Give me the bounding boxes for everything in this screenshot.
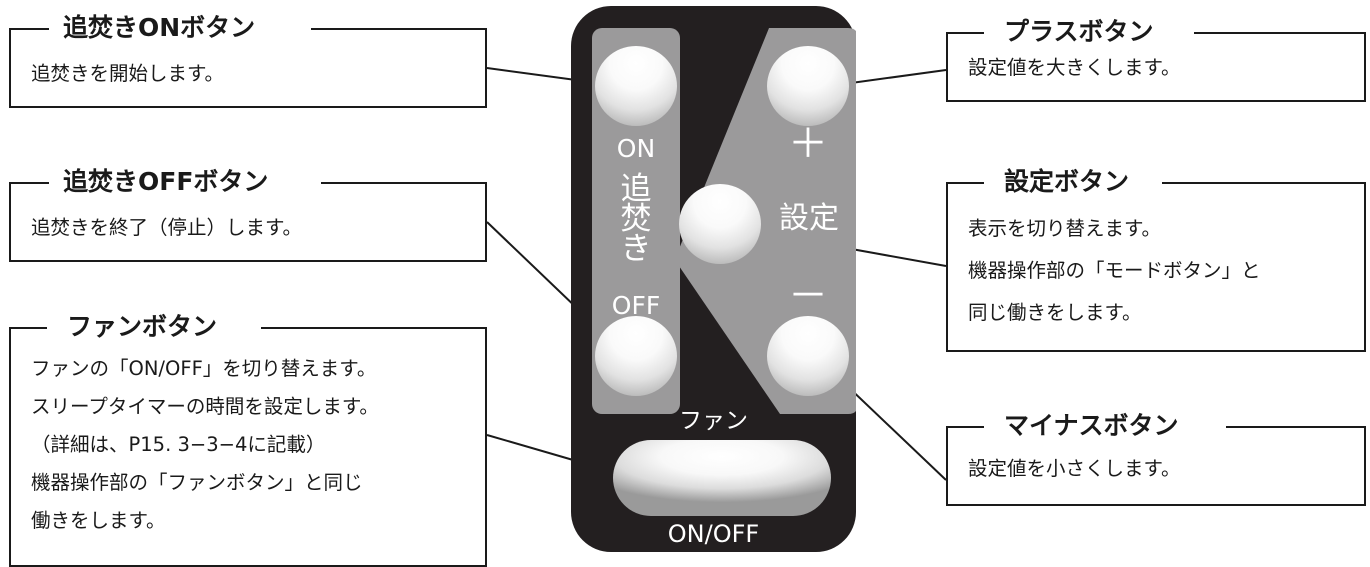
callout-oidaki-off: 追焚きOFFボタン 追焚きを終了（停止）します。 [9,167,487,262]
callout-desc: （詳細は、P15. 3−3−4に記載） [31,433,326,456]
callout-desc: 同じ働きをします。 [968,301,1142,324]
callout-title: 設定ボタン [1004,167,1130,196]
callout-desc: ファンの「ON/OFF」を切り替えます。 [31,357,377,380]
callout-desc: 設定値を小さくします。 [968,457,1181,480]
callout-desc: 追焚きを開始します。 [31,62,225,85]
minus-label: － [788,273,828,319]
callout-desc: 働きをします。 [31,509,166,532]
callout-oidaki-on: 追焚きONボタン 追焚きを開始します。 [9,13,487,108]
callout-plus: プラスボタン 設定値を大きくします。 [946,17,1366,102]
plus-button[interactable] [767,46,849,126]
off-label: OFF [611,291,661,320]
plus-label: ＋ [788,121,828,167]
callout-title: 追焚きOFFボタン [63,167,269,196]
minus-button[interactable] [767,316,849,396]
connector-fan [486,434,581,463]
onoff-label: ON/OFF [667,520,760,548]
callout-desc: 機器操作部の「モードボタン」と [968,259,1261,282]
callout-title: プラスボタン [1004,17,1154,46]
callout-settei: 設定ボタン 表示を切り替えます。 機器操作部の「モードボタン」と 同じ働きをしま… [946,167,1366,352]
oidaki-off-button[interactable] [595,316,677,396]
on-label: ON [616,134,656,163]
callout-minus: マイナスボタン 設定値を小さくします。 [946,411,1366,506]
settei-button[interactable] [679,184,761,264]
oidaki-label: 追 焚 き [620,171,652,267]
callout-desc: 追焚きを終了（停止）します。 [31,216,303,239]
fan-label: ファン [679,408,748,434]
callout-fan: ファンボタン ファンの「ON/OFF」を切り替えます。 スリープタイマーの時間を… [9,312,487,567]
callout-title: 追焚きONボタン [63,13,256,42]
callout-title: ファンボタン [67,312,218,341]
settei-label: 設定 [779,201,839,236]
callout-desc: 設定値を大きくします。 [968,56,1181,79]
callout-desc: 機器操作部の「ファンボタン」と同じ [31,471,363,494]
remote-control: ON 追 焚 き OFF ＋ 設定 － ファン ON/OFF [571,6,856,552]
callout-title: マイナスボタン [1004,411,1179,440]
callout-desc: 表示を切り替えます。 [968,217,1162,240]
fan-onoff-button[interactable] [613,440,831,516]
oidaki-on-button[interactable] [595,46,677,126]
callout-desc: スリープタイマーの時間を設定します。 [31,395,379,418]
